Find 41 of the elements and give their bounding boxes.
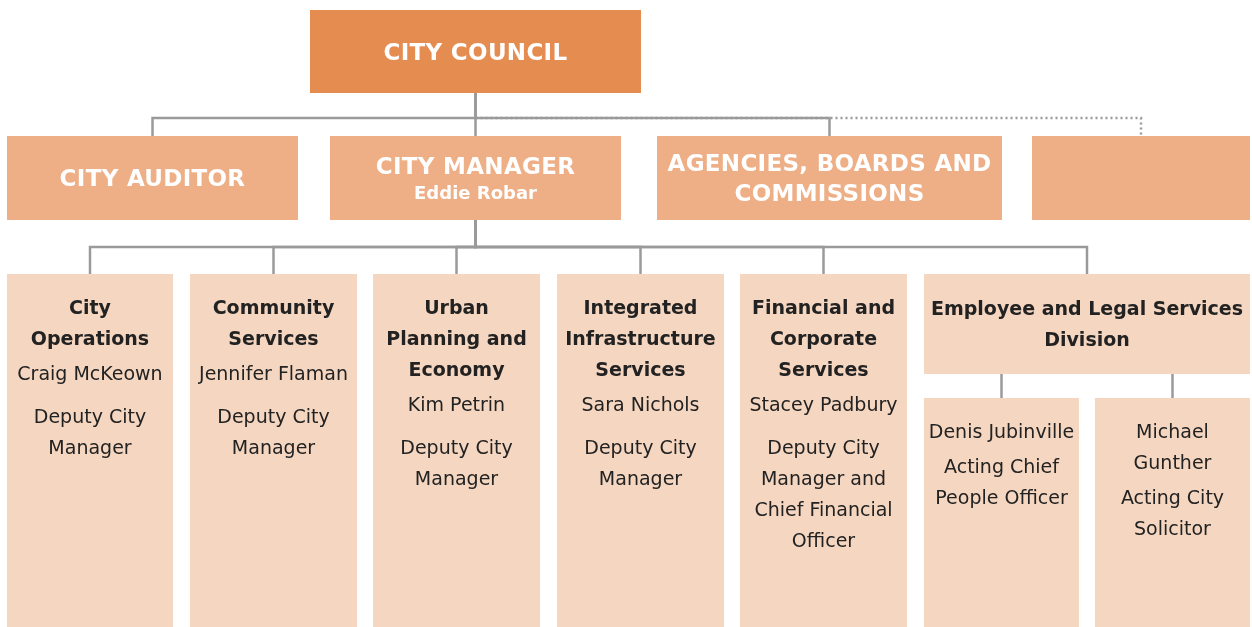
org-box [330, 136, 621, 220]
department-box [740, 274, 907, 627]
connector-line [1000, 374, 1003, 398]
person-name: Kim Petrin [407, 392, 506, 417]
unit-title: Michael Gunther [1132, 419, 1213, 475]
unit-title: Community Services [211, 295, 336, 351]
person-name: Acting Chief People Officer [934, 454, 1069, 510]
connector-line [474, 93, 831, 136]
person-name: Acting City Solicitor [1119, 485, 1226, 541]
person-name: Jennifer Flaman [199, 361, 348, 386]
department-box [373, 274, 540, 627]
department-box [1095, 398, 1250, 627]
department-box [924, 398, 1079, 627]
job-title: Deputy City Manager [583, 435, 698, 491]
job-title: Deputy City Manager [32, 404, 148, 460]
person-name: Craig McKeown [17, 361, 163, 386]
person-name: Eddie Robar [414, 181, 537, 205]
unit-title: Integrated Infrastructure Services [564, 295, 717, 382]
person-name: Stacey Padbury [749, 392, 898, 417]
unit-title: Employee and Legal Services Division [929, 296, 1245, 352]
department-box [190, 274, 357, 627]
unit-title: CITY MANAGER [375, 152, 576, 181]
job-title: Deputy City Manager [399, 435, 514, 491]
job-title: Deputy City Manager [216, 404, 331, 460]
unit-title: Denis Jubinville [928, 419, 1075, 444]
unit-title: AGENCIES, BOARDS AND COMMISSIONS [666, 149, 993, 208]
unit-title: CITY AUDITOR [59, 164, 246, 193]
department-box [7, 274, 173, 627]
department-box [557, 274, 724, 627]
org-box [1032, 136, 1250, 220]
unit-title: City Operations [29, 295, 151, 351]
unit-title: Urban Planning and Economy [385, 295, 528, 382]
org-box [657, 136, 1002, 220]
org-box [310, 10, 641, 93]
unit-title: Financial and Corporate Services [750, 295, 896, 382]
person-name: Sara Nichols [581, 392, 700, 417]
org-box [7, 136, 298, 220]
department-box [924, 274, 1250, 374]
connector-line [1171, 374, 1174, 398]
unit-title: CITY COUNCIL [383, 37, 568, 67]
job-title: Deputy City Manager and Chief Financial Officer [753, 435, 894, 553]
